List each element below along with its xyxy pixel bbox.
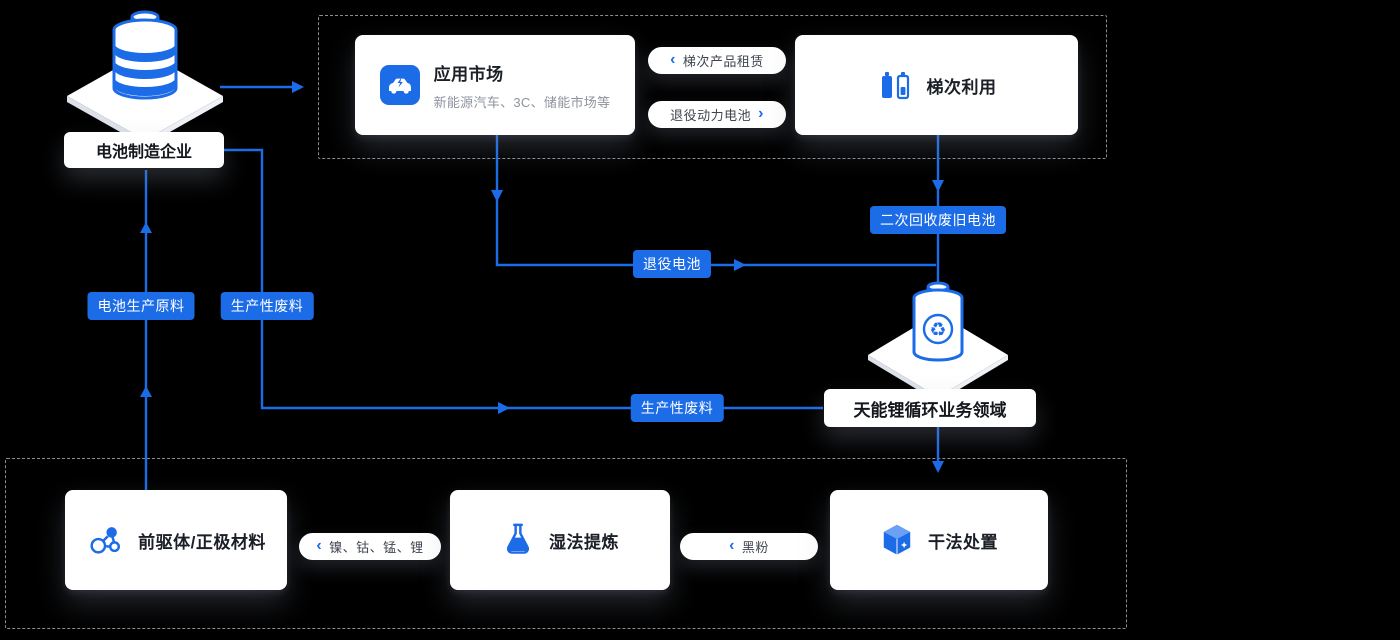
chevron-right-icon: › xyxy=(758,104,764,122)
pill-metals-text: 镍、钴、锰、锂 xyxy=(329,540,424,555)
top-flow-frame xyxy=(318,15,1107,159)
recycle-battery-icon: ♻ xyxy=(912,281,964,362)
pill-cascade-lease: ‹ 梯次产品租赁 xyxy=(648,47,786,74)
precursor-card: 前驱体/正极材料 xyxy=(65,490,287,590)
badge-production-waste-mid: 生产性废料 xyxy=(630,394,724,422)
app-market-card: 应用市场 新能源汽车、3C、储能市场等 xyxy=(355,35,635,135)
chevron-left-icon: ‹ xyxy=(729,536,735,554)
manufacturer-label: 电池制造企业 xyxy=(64,132,224,168)
recycle-hub-label: 天能锂循环业务领域 xyxy=(824,389,1036,427)
app-market-subtitle: 新能源汽车、3C、储能市场等 xyxy=(433,94,611,110)
molecule-icon xyxy=(90,527,121,554)
pill-black-powder: ‹ 黑粉 xyxy=(680,533,818,560)
cascade-utilization-card: 梯次利用 xyxy=(795,35,1078,135)
pill-black-powder-text: 黑粉 xyxy=(741,540,769,555)
badge-retired-battery: 退役电池 xyxy=(633,250,711,278)
dry-processing-title: 干法处置 xyxy=(928,532,998,552)
cube-icon xyxy=(883,524,911,555)
ev-charging-icon xyxy=(379,65,420,105)
app-market-title: 应用市场 xyxy=(433,64,504,84)
pill-cascade-lease-text: 梯次产品租赁 xyxy=(682,54,764,69)
cascade-utilization-title: 梯次利用 xyxy=(926,77,997,97)
pill-retired-power-battery-text: 退役动力电池 xyxy=(670,108,752,123)
wet-refining-card: 湿法提炼 xyxy=(450,490,670,590)
precursor-title: 前驱体/正极材料 xyxy=(138,532,266,552)
flask-icon xyxy=(506,523,530,554)
pill-retired-power-battery: 退役动力电池 › xyxy=(648,101,786,128)
chevron-left-icon: ‹ xyxy=(670,50,676,68)
bottom-flow-frame xyxy=(5,458,1127,629)
dry-processing-card: 干法处置 xyxy=(830,490,1048,590)
chevron-left-icon: ‹ xyxy=(316,536,323,554)
recycle-symbol-icon: ♻ xyxy=(929,320,946,341)
wet-refining-title: 湿法提炼 xyxy=(549,532,619,552)
badge-battery-raw-material: 电池生产原料 xyxy=(87,292,195,320)
manufacturer-label-text: 电池制造企业 xyxy=(95,144,192,161)
badge-production-waste-left: 生产性废料 xyxy=(220,292,314,320)
battery-pair-icon xyxy=(881,72,909,100)
battery-icon xyxy=(112,10,178,100)
recycle-hub-label-text: 天能锂循环业务领域 xyxy=(853,400,1007,420)
pill-metals: ‹ 镍、钴、锰、锂 xyxy=(299,533,441,560)
badge-secondary-recycle: 二次回收废旧电池 xyxy=(870,206,1006,234)
